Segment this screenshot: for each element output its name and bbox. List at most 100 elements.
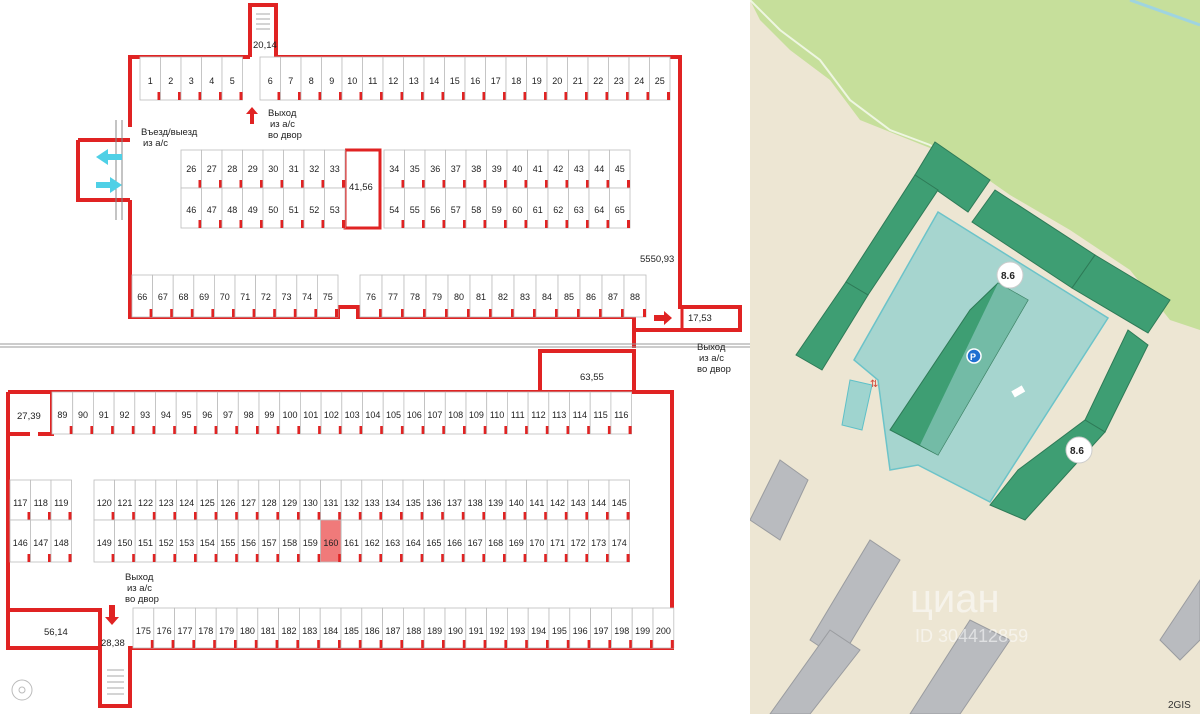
stall-number-83: 83 bbox=[520, 292, 530, 302]
stall-marker bbox=[400, 426, 404, 434]
stall-marker bbox=[296, 640, 300, 648]
parking-marker bbox=[966, 348, 982, 364]
stall-number-145: 145 bbox=[612, 498, 627, 508]
stall-marker bbox=[564, 512, 568, 520]
stall-marker bbox=[173, 426, 177, 434]
stall-marker bbox=[211, 309, 215, 317]
stall-number-53: 53 bbox=[330, 205, 340, 215]
stall-number-173: 173 bbox=[591, 538, 606, 548]
stall-marker bbox=[111, 512, 115, 520]
stall-number-82: 82 bbox=[498, 292, 508, 302]
stall-53[interactable] bbox=[324, 187, 346, 229]
stall-marker bbox=[650, 640, 653, 648]
stall-number-58: 58 bbox=[471, 205, 481, 215]
stall-number-46: 46 bbox=[186, 205, 196, 215]
stall-marker bbox=[565, 220, 569, 228]
stall-25[interactable] bbox=[649, 56, 671, 101]
stall-marker bbox=[482, 512, 486, 520]
stall-number-181: 181 bbox=[261, 626, 276, 636]
stall-number-151: 151 bbox=[138, 538, 153, 548]
entrance-label-2: из а/с bbox=[143, 138, 168, 149]
stall-number-171: 171 bbox=[550, 538, 565, 548]
stall-marker bbox=[69, 426, 73, 434]
stall-marker bbox=[643, 309, 646, 317]
stall-marker bbox=[504, 220, 507, 228]
location-map: P ⇅ 8.6 8.6 циан ID 304412859 2GIS bbox=[750, 0, 1200, 714]
stall-number-59: 59 bbox=[492, 205, 502, 215]
stall-marker bbox=[239, 220, 243, 228]
stall-200[interactable] bbox=[652, 607, 675, 649]
stall-65[interactable] bbox=[609, 187, 631, 229]
height-badge-top: 8.6 bbox=[996, 261, 1024, 289]
stall-marker bbox=[489, 309, 492, 317]
stall-marker bbox=[277, 92, 281, 100]
stall-116[interactable] bbox=[610, 391, 633, 435]
stall-number-107: 107 bbox=[427, 410, 442, 420]
stall-marker bbox=[314, 309, 318, 317]
stall-number-126: 126 bbox=[220, 498, 235, 508]
stall-marker bbox=[235, 512, 239, 520]
stall-5[interactable] bbox=[221, 56, 243, 101]
stall-marker bbox=[321, 220, 325, 228]
stall-number-39: 39 bbox=[492, 164, 502, 174]
stall-number-95: 95 bbox=[182, 410, 192, 420]
stall-number-198: 198 bbox=[614, 626, 629, 636]
stall-number-61: 61 bbox=[533, 205, 543, 215]
stall-number-60: 60 bbox=[512, 205, 522, 215]
stall-number-195: 195 bbox=[552, 626, 567, 636]
stall-marker bbox=[400, 92, 404, 100]
stall-marker bbox=[482, 554, 486, 562]
stall-75[interactable] bbox=[316, 274, 339, 318]
stall-marker bbox=[338, 426, 342, 434]
stall-number-57: 57 bbox=[451, 205, 461, 215]
stall-marker bbox=[523, 92, 527, 100]
stall-148[interactable] bbox=[50, 519, 72, 563]
stall-marker bbox=[504, 180, 507, 188]
stall-number-71: 71 bbox=[240, 292, 250, 302]
stall-number-84: 84 bbox=[542, 292, 552, 302]
stall-number-117: 117 bbox=[13, 498, 27, 508]
stall-marker bbox=[483, 640, 487, 648]
room-1753-label: 17,53 bbox=[688, 313, 712, 324]
room-2739-label: 27,39 bbox=[17, 411, 41, 422]
stall-number-92: 92 bbox=[119, 410, 129, 420]
map-grass bbox=[750, 0, 1200, 330]
stall-number-102: 102 bbox=[324, 410, 339, 420]
stall-number-120: 120 bbox=[97, 498, 112, 508]
stall-marker bbox=[585, 512, 589, 520]
stall-number-169: 169 bbox=[509, 538, 524, 548]
stall-number-50: 50 bbox=[268, 205, 278, 215]
neighbor-buildings bbox=[750, 459, 1200, 714]
stall-marker bbox=[214, 554, 218, 562]
stall-marker bbox=[545, 180, 548, 188]
stall-number-16: 16 bbox=[470, 76, 480, 86]
stall-marker bbox=[445, 309, 448, 317]
stall-marker bbox=[198, 92, 202, 100]
stall-marker bbox=[461, 512, 465, 520]
stall-marker bbox=[483, 426, 487, 434]
stall-number-146: 146 bbox=[13, 538, 28, 548]
exit-a-label-1: Выход bbox=[268, 108, 297, 119]
stall-174[interactable] bbox=[608, 519, 631, 563]
stall-marker bbox=[194, 512, 197, 520]
stall-marker bbox=[260, 220, 263, 228]
stall-marker bbox=[358, 554, 362, 562]
stall-number-109: 109 bbox=[469, 410, 484, 420]
stall-marker bbox=[586, 220, 589, 228]
stall-marker bbox=[607, 426, 611, 434]
stall-marker bbox=[467, 309, 470, 317]
stall-marker bbox=[423, 309, 426, 317]
stall-marker bbox=[463, 180, 466, 188]
stall-marker bbox=[525, 426, 529, 434]
stall-marker bbox=[564, 554, 568, 562]
stall-number-115: 115 bbox=[593, 410, 607, 420]
stall-marker bbox=[149, 309, 153, 317]
stall-marker bbox=[544, 512, 548, 520]
stall-marker bbox=[503, 512, 506, 520]
stall-marker bbox=[276, 554, 280, 562]
stall-marker bbox=[198, 180, 202, 188]
stall-number-137: 137 bbox=[447, 498, 462, 508]
stall-88[interactable] bbox=[623, 274, 647, 318]
stall-number-100: 100 bbox=[283, 410, 298, 420]
stall-number-139: 139 bbox=[488, 498, 503, 508]
